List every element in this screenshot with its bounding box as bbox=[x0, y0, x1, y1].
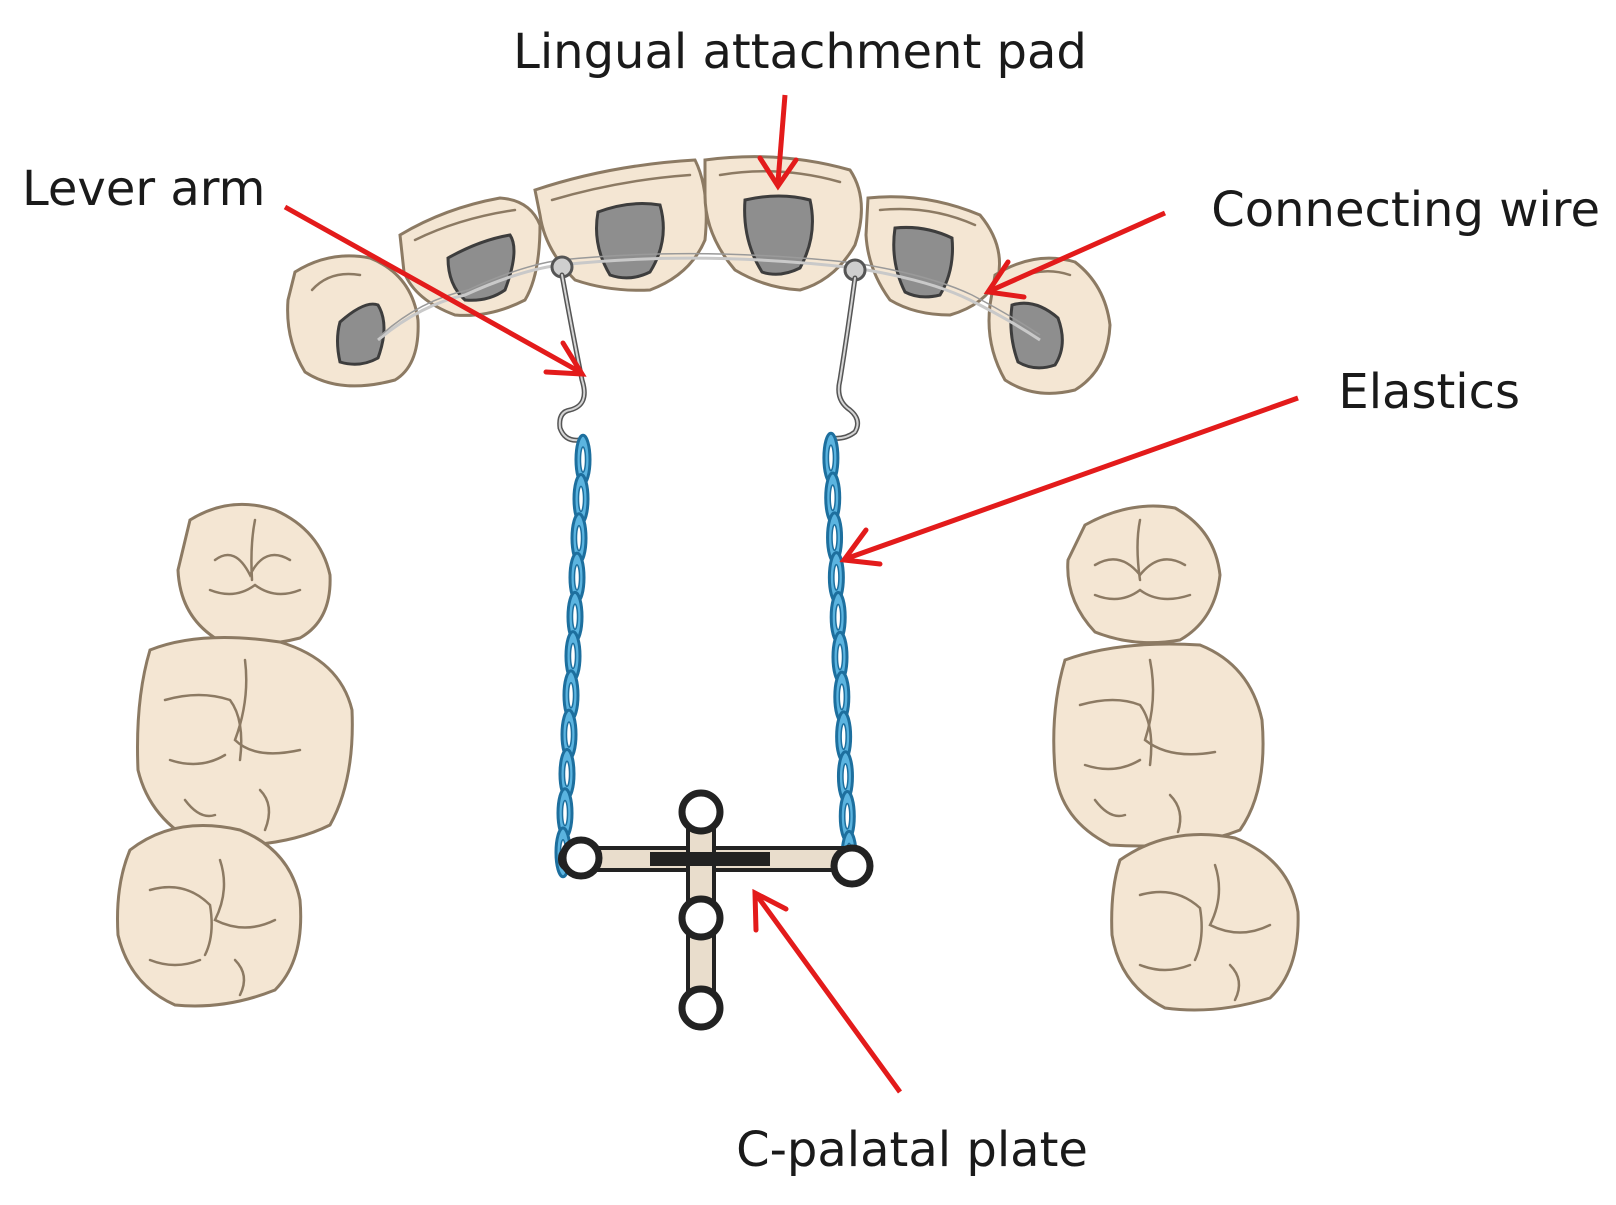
c-palatal-plate bbox=[558, 789, 874, 1031]
elastic-link-hole bbox=[836, 643, 844, 671]
elastic-link-hole bbox=[571, 603, 579, 631]
elastic-link-hole bbox=[577, 485, 585, 513]
elastic-link-hole bbox=[834, 603, 842, 631]
elastic-link-hole bbox=[831, 524, 838, 552]
arrow-elastics bbox=[839, 395, 1299, 567]
lever-arm-right bbox=[827, 258, 867, 441]
elastic-link-hole bbox=[567, 681, 575, 709]
lingual-pad-4 bbox=[743, 194, 814, 276]
tooth-right-lateral bbox=[864, 195, 1002, 317]
elastic-link-hole bbox=[842, 762, 849, 790]
label-c-palatal-plate: C-palatal plate bbox=[736, 1122, 1088, 1178]
elastic-link-hole bbox=[838, 683, 846, 711]
tooth-right-molar-1 bbox=[1052, 642, 1265, 848]
tooth-left-lateral bbox=[398, 196, 542, 317]
connecting-wire bbox=[377, 252, 1041, 342]
elastic-link-hole bbox=[573, 564, 581, 591]
tooth-right-premolar bbox=[1066, 504, 1222, 645]
lingual-pad-3 bbox=[595, 202, 665, 280]
posterior-teeth-left bbox=[116, 502, 354, 1008]
elastic-link-hole bbox=[827, 444, 835, 472]
label-elastics: Elastics bbox=[1338, 364, 1520, 420]
elastics-left-chain bbox=[554, 433, 592, 879]
elastic-link-hole bbox=[569, 642, 577, 670]
tooth-left-premolar bbox=[176, 502, 332, 646]
label-connecting-wire: Connecting wire bbox=[1211, 182, 1600, 238]
arrow-lingual-attachment-pad bbox=[757, 94, 799, 191]
posterior-teeth-right bbox=[1052, 504, 1300, 1012]
arrow-lever-arm bbox=[283, 204, 587, 377]
lingual-pad-2 bbox=[446, 233, 516, 302]
tooth-right-canine bbox=[987, 256, 1112, 395]
elastic-link-hole bbox=[579, 446, 587, 473]
arrow-connecting-wire bbox=[983, 210, 1167, 300]
arrow-c-palatal-plate bbox=[752, 888, 903, 1094]
elastic-link-hole bbox=[565, 721, 573, 748]
elastic-link-hole bbox=[829, 484, 836, 512]
label-lingual-attachment-pad: Lingual attachment pad bbox=[513, 24, 1087, 80]
elastic-link-hole bbox=[563, 760, 571, 788]
lingual-pad-1 bbox=[336, 302, 386, 366]
elastic-link-hole bbox=[844, 802, 851, 830]
elastic-link-hole bbox=[561, 799, 569, 827]
label-lever-arm: Lever arm bbox=[22, 161, 265, 217]
lever-arm-left bbox=[550, 255, 587, 443]
tooth-left-canine bbox=[286, 254, 420, 388]
elastic-link-hole bbox=[575, 524, 583, 552]
lingual-pad-6 bbox=[1009, 301, 1064, 370]
elastics-right-chain bbox=[822, 431, 858, 883]
tooth-left-molar-1 bbox=[136, 636, 354, 848]
elastic-link-hole bbox=[833, 563, 840, 591]
elastic-link-hole bbox=[840, 723, 847, 751]
tooth-left-molar-2 bbox=[116, 824, 303, 1008]
tooth-right-molar-2 bbox=[1110, 833, 1300, 1012]
lingual-pad-5 bbox=[892, 226, 954, 299]
tooth-right-central bbox=[703, 155, 863, 292]
